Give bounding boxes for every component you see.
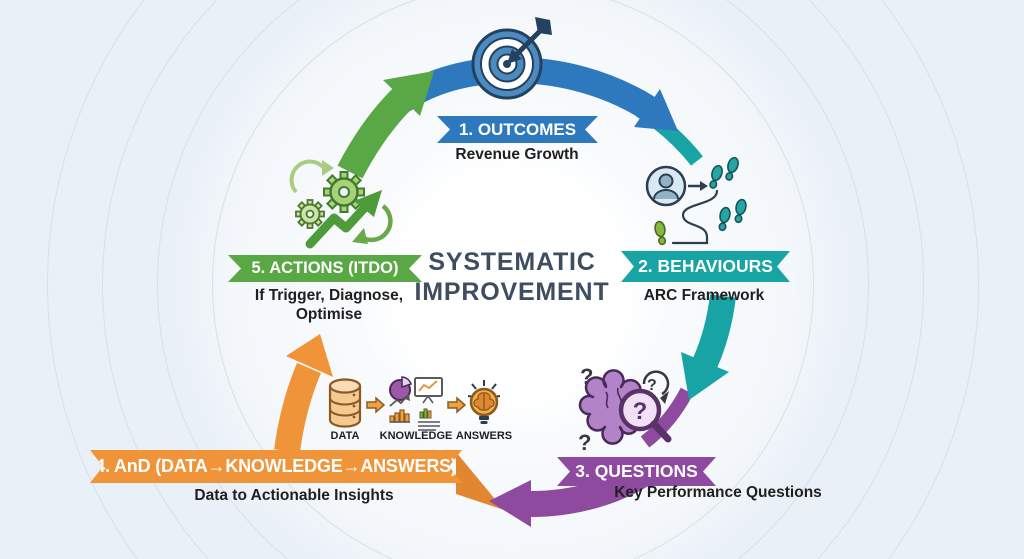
svg-text:?: ? (633, 398, 648, 425)
data-knowledge-answers-icon: DATA KNOWLEDGE ANSWERS (328, 376, 512, 442)
stage-1-outcomes-ribbon: 1. OUTCOMES (437, 116, 598, 143)
page-title-line1: SYSTEMATIC (428, 248, 596, 276)
stage-3-subtitle: Key Performance Questions (614, 484, 822, 501)
stage-2-behaviours-ribbon: 2. BEHAVIOURS (621, 251, 790, 282)
stage-2-subtitle: ARC Framework (643, 287, 765, 304)
arrow-5-to-1 (337, 71, 434, 179)
small-arrow-icon (447, 396, 467, 414)
stage-5-subtitle: If Trigger, Diagnose, Optimise (254, 287, 404, 323)
small-arrow-icon (366, 396, 386, 414)
footprints-journey-icon (645, 156, 747, 246)
arrow-2-to-3 (681, 294, 736, 400)
charts-icon (389, 376, 443, 431)
page-title-line2: IMPROVEMENT (414, 278, 610, 306)
arrow-4-to-5 (274, 334, 333, 453)
lightbulb-brain-icon (467, 380, 501, 424)
stage-1-subtitle: Revenue Growth (455, 146, 579, 163)
stage-5-actions-ribbon: 5. ACTIONS (ITDO) (228, 255, 422, 282)
ribbon-fold (456, 452, 504, 510)
svg-text:?: ? (578, 430, 591, 455)
gears-growth-icon (289, 159, 393, 249)
svg-text:?: ? (647, 377, 657, 394)
pipeline-label-answers: ANSWERS (456, 430, 512, 442)
database-icon (328, 378, 362, 428)
center-circle (405, 179, 619, 393)
pipeline-label-knowledge: KNOWLEDGE (380, 430, 453, 442)
pipeline-label-data: DATA (331, 430, 360, 442)
stage-4-subtitle: Data to Actionable Insights (194, 487, 394, 504)
brain-magnifier-icon: ? ? ? ? (578, 364, 672, 455)
target-icon (471, 17, 552, 100)
stage-4-and-ribbon: 4. AnD (DATA→KNOWLEDGE→ANSWERS) (90, 450, 462, 483)
stage-3-questions-ribbon: 3. QUESTIONS (557, 457, 716, 486)
page-title: SYSTEMATIC IMPROVEMENT (415, 247, 610, 307)
arrow-purple-tail (640, 387, 694, 448)
